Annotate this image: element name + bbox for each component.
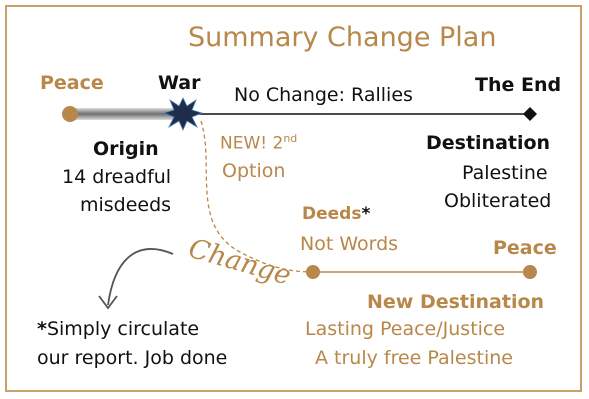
new-path-end-dot — [523, 265, 537, 279]
new-option-sup: nd — [283, 132, 298, 145]
the-end-label: The End — [475, 74, 562, 96]
page-title: Summary Change Plan — [188, 22, 497, 53]
curved-arrow — [107, 248, 174, 306]
footnote-star: * — [37, 318, 47, 340]
peace-start-dot — [62, 106, 78, 122]
change-dashed-path — [200, 120, 314, 273]
origin-gray-bar — [70, 108, 182, 120]
no-change-label: No Change: Rallies — [234, 84, 413, 106]
war-burst-icon — [162, 97, 204, 131]
origin-heading: Origin — [93, 138, 159, 160]
new-destination-line-1: Lasting Peace/Justice — [305, 318, 506, 340]
new-option-line-1: NEW! 2nd — [220, 132, 298, 154]
destination-heading: Destination — [426, 132, 551, 154]
destination-line-1: Palestine — [462, 162, 548, 184]
new-destination-heading: New Destination — [367, 291, 545, 313]
not-words-label: Not Words — [300, 233, 399, 255]
origin-line-2: misdeeds — [80, 194, 172, 216]
new-destination-line-2: A truly free Palestine — [315, 347, 513, 369]
diagram-frame — [5, 5, 582, 392]
deeds-label: Deeds* — [302, 204, 371, 224]
curved-arrow-head — [98, 295, 118, 310]
footnote-line-1: *Simply circulate — [37, 318, 200, 340]
deeds-star: * — [361, 204, 371, 224]
new-path-start-dot — [306, 265, 320, 279]
end-diamond-icon — [523, 107, 537, 121]
new-option-line-2: Option — [222, 160, 286, 182]
origin-line-1: 14 dreadful — [62, 166, 172, 188]
destination-line-2: Obliterated — [444, 190, 552, 212]
peace-end-label: Peace — [493, 237, 557, 259]
war-label: War — [158, 72, 201, 94]
change-label: Change — [185, 233, 294, 292]
peace-start-label: Peace — [40, 72, 104, 94]
footnote-line-2: our report. Job done — [37, 347, 228, 369]
